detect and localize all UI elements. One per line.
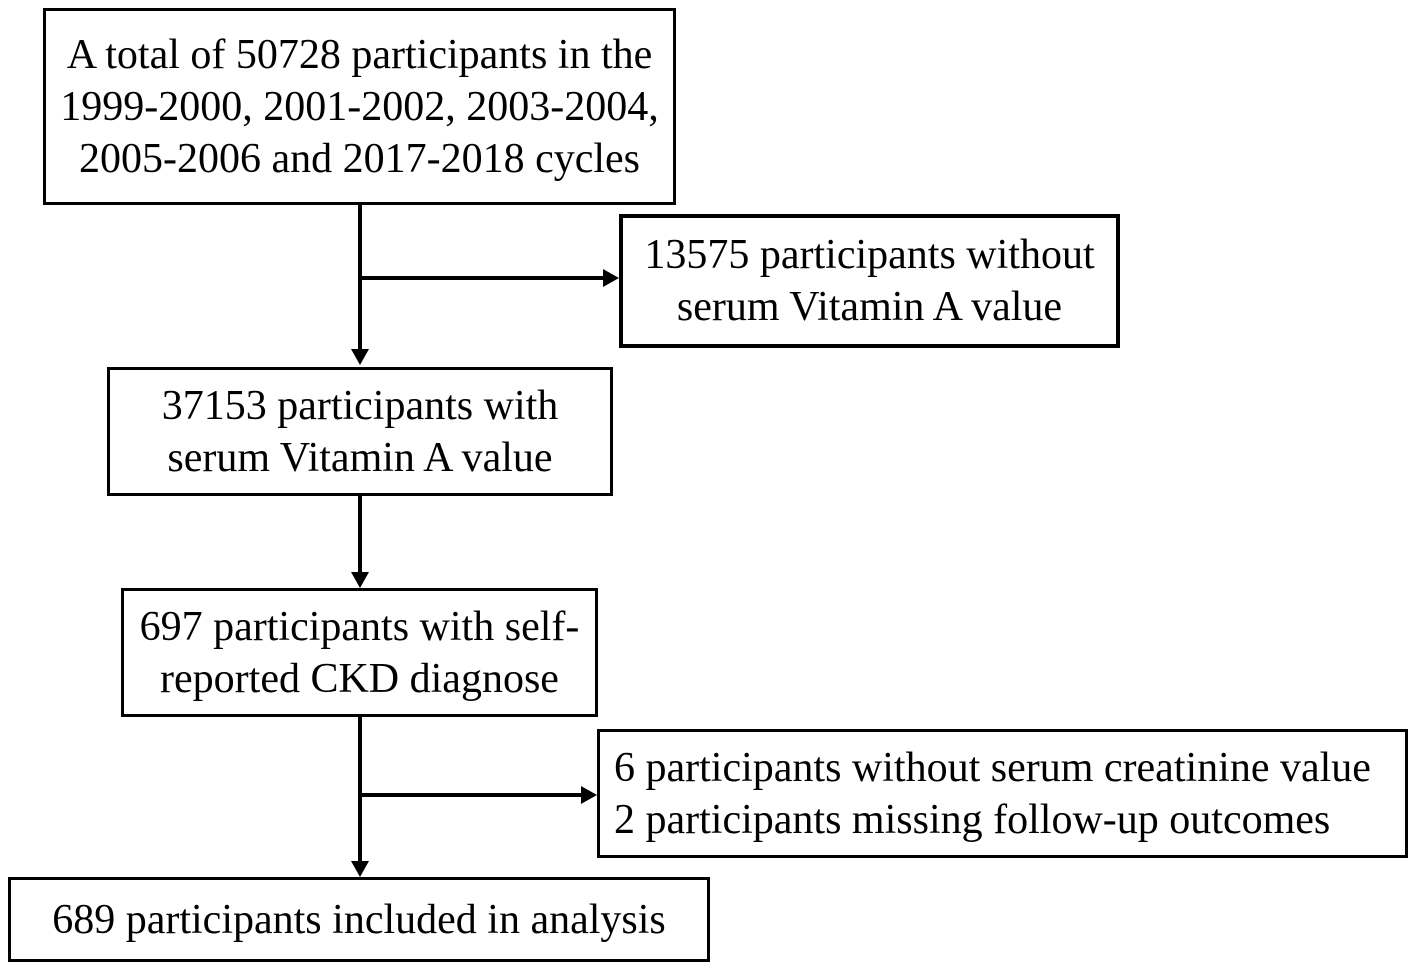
arrowhead-down-final-icon — [351, 861, 369, 877]
box-final-analysis-text: 689 participants included in analysis — [52, 896, 666, 943]
box-excluded-no-vitamin-a-text: 13575 participants without serum Vitamin… — [644, 232, 1095, 330]
connector-ckd-to-final — [358, 717, 362, 861]
box-excluded-creatinine-followup-text: 6 participants without serum creatinine … — [614, 744, 1371, 843]
box-total-participants: A total of 50728 participants in the 199… — [43, 8, 676, 205]
box-ckd-diagnose: 697 participants with self- reported CKD… — [121, 588, 598, 717]
box-ckd-diagnose-text: 697 participants with self- reported CKD… — [139, 603, 580, 702]
box-final-analysis: 689 participants included in analysis — [8, 877, 710, 962]
box-with-vitamin-a-text: 37153 participants with serum Vitamin A … — [161, 382, 559, 481]
box-excluded-creatinine-followup: 6 participants without serum creatinine … — [597, 729, 1408, 858]
box-total-participants-text: A total of 50728 participants in the 199… — [60, 31, 659, 182]
connector-branch-excluded-followup — [360, 793, 583, 797]
arrowhead-right-excluded-followup-icon — [581, 786, 597, 804]
box-excluded-no-vitamin-a: 13575 participants without serum Vitamin… — [619, 214, 1120, 348]
box-with-vitamin-a: 37153 participants with serum Vitamin A … — [107, 367, 613, 496]
arrowhead-right-excluded-vitamin-icon — [603, 269, 619, 287]
arrowhead-down-with-vitamin-icon — [351, 349, 369, 365]
connector-with-vitamin-to-ckd — [358, 496, 362, 572]
connector-branch-excluded-vitamin — [360, 276, 606, 280]
arrowhead-down-ckd-icon — [351, 572, 369, 588]
